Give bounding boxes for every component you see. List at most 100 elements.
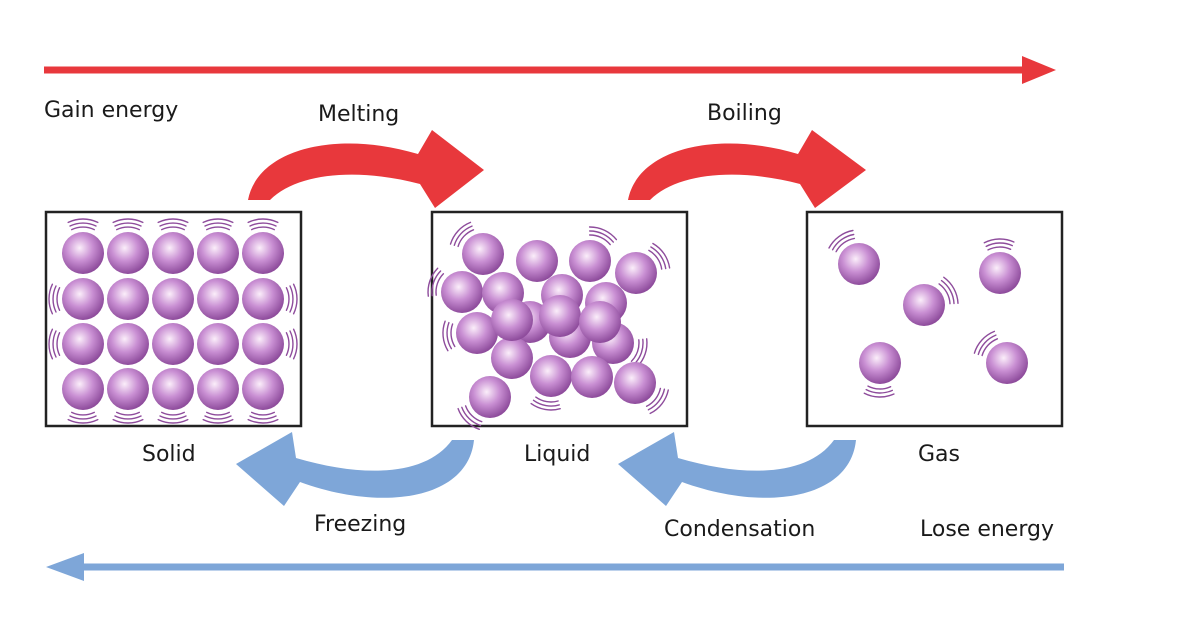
vibration-line [249,222,277,227]
vibration-line [985,242,1013,248]
vibration-line [67,418,99,424]
liquid-label: Liquid [524,442,591,467]
solid-particle [107,232,149,274]
solid-particle [62,368,104,410]
solid-particle [62,232,104,274]
vibration-line [863,392,895,398]
vibration-line [652,242,671,269]
vibration-line [159,222,187,227]
vibration-line [56,332,61,356]
vibration-line [588,226,618,241]
vibration-line [112,218,144,224]
vibration-line [464,405,483,423]
vibration-line [973,330,996,354]
vibration-line [457,407,480,430]
gain-energy-label: Gain energy [44,98,179,123]
lose-energy-label: Lose energy [920,517,1054,542]
vibration-line [987,246,1012,251]
vibration-line [69,415,97,420]
vibration-line [289,330,294,358]
solid-label: Solid [142,442,196,467]
vibration-line [457,229,475,248]
vibration-line [589,230,614,243]
solid-particle [242,278,284,320]
vibration-line [427,267,439,297]
vibration-line [247,418,279,424]
solid-particle [152,232,194,274]
liquid-particle [614,362,656,404]
vibration-line [983,238,1015,244]
liquid-particle [579,301,621,343]
liquid-particle [469,376,511,418]
solid-particle [242,323,284,365]
solid-particle [152,278,194,320]
vibration-line [453,225,473,246]
solid-particle [62,323,104,365]
vibration-line [157,218,189,224]
liquid-particle [571,356,613,398]
solid-particle [107,323,149,365]
gas-particle [859,342,901,384]
vibration-line [161,411,185,416]
vibration-line [648,249,663,270]
liquid-particle [530,355,572,397]
vibration-line [159,415,187,420]
vibration-line [461,406,482,427]
vibration-line [938,283,951,305]
freezing-arrow [236,432,474,506]
vibration-line [71,226,95,231]
gas-particle [903,284,945,326]
vibration-line [981,338,999,357]
vibration-line [112,418,144,424]
gas-particle [979,252,1021,294]
solid-particle [107,368,149,410]
solid-particle [197,278,239,320]
vibration-line [204,222,232,227]
vibration-line [48,328,54,360]
condensation-label: Condensation [664,517,816,542]
vibration-line [71,411,95,416]
vibration-line [247,218,279,224]
vibration-line [206,411,230,416]
vibration-line [867,385,892,390]
vibration-line [530,402,561,411]
liquid-particle [569,240,611,282]
vibration-line [442,320,449,352]
vibration-line [204,415,232,420]
vibration-line [589,234,611,246]
liquid-particle [491,299,533,341]
vibration-line [285,287,290,311]
vibration-line [449,221,472,245]
solid-particle [242,368,284,410]
liquid-particle [539,295,581,337]
vibration-line [828,229,854,249]
vibration-line [647,388,666,411]
solid-particle [107,278,149,320]
vibration-line [977,334,997,356]
vibration-line [251,226,275,231]
gas-particle [838,243,880,285]
vibration-lines [48,218,1015,430]
vibration-line [865,388,893,394]
vibration-line [650,246,667,270]
vibration-line [157,418,189,424]
vibration-line [114,415,142,420]
gas-particle [986,342,1028,384]
vibration-line [69,222,97,227]
vibration-line [56,287,61,311]
vibration-line [206,226,230,231]
condensation-arrow [618,432,856,506]
liquid-particle [491,337,533,379]
vibration-line [52,330,57,358]
vibration-line [292,328,298,360]
vibration-line [161,226,185,231]
vibration-line [645,387,662,407]
lose-energy-arrow [46,553,1064,581]
melting-label: Melting [318,102,400,127]
vibration-line [285,332,290,356]
vibration-line [67,218,99,224]
liquid-particle [615,252,657,294]
solid-particle [197,368,239,410]
solid-particle [152,323,194,365]
liquid-particle [516,240,558,282]
